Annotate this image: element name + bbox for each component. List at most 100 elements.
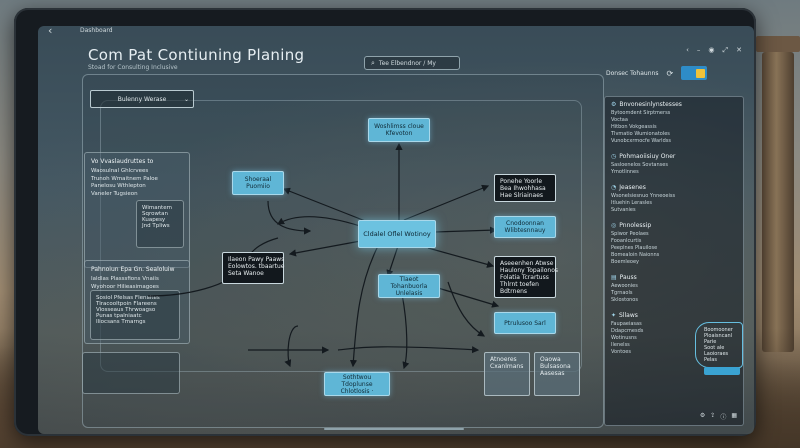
- callout-button[interactable]: [704, 367, 740, 375]
- sidebar-section-header[interactable]: ◔Jeasenes: [611, 184, 737, 191]
- left-subpanel: Wimantem Sqrowtan Kuapesy Jnd Tpliws: [136, 200, 184, 248]
- list-item[interactable]: Voctaa: [611, 117, 628, 123]
- search-placeholder: Tee Elbendnor / My: [378, 59, 436, 67]
- horizontal-scrollbar[interactable]: [324, 428, 464, 430]
- list-item[interactable]: Tgrnaols: [611, 290, 633, 296]
- list-item[interactable]: Wimantem: [142, 205, 172, 211]
- node-grey-1[interactable]: Atnoeres Cxanlmans: [484, 352, 530, 396]
- sidebar-section: ◎Pnnolessip Spiwor Peolaes Fooanlcurtis …: [611, 222, 737, 266]
- toolbar-link[interactable]: Donsec Tohaunns: [606, 69, 659, 77]
- list-item[interactable]: Tlvmatio Wumionatoles: [611, 131, 670, 137]
- top-bar: ‹ Dashboard: [38, 26, 754, 40]
- list-item[interactable]: Tiracooltpoin Flareens: [96, 301, 157, 307]
- list-item[interactable]: Punas tpalniaatc: [96, 313, 142, 319]
- list-item[interactable]: Sasloenelos Sovtanses: [611, 162, 668, 168]
- list-item[interactable]: Wotinusns: [611, 335, 637, 341]
- sidebar-section-header[interactable]: ◎Pnnolessip: [611, 222, 737, 229]
- list-item[interactable]: Spiwor Peolaes: [611, 231, 649, 237]
- page-title: Com Pat Contiuning Planing: [88, 46, 305, 64]
- list-item[interactable]: Itluehin Lerasles: [611, 200, 652, 206]
- sidebar-footer: ⚙ ⇪ ⓘ ▦: [700, 412, 737, 421]
- right-sidebar: ⚙Bnvonesinlynstesses Bytoomdent Sirptmer…: [604, 96, 744, 426]
- list-item[interactable]: Ialdlas Plasssfions Vnaiis: [91, 276, 159, 282]
- sidebar-section: ◷Pohmaoiisiuy Oner Sasloenelos Sovtanses…: [611, 153, 737, 176]
- node-right-dark-1[interactable]: Ponehe Yoorle Bea Ihwohhasa Hae Slriaina…: [494, 174, 556, 202]
- node-mid[interactable]: Tlaeot Tohanbuorla Unlelasis: [378, 274, 440, 298]
- sidebar-section-header[interactable]: ✦Sllaws: [611, 312, 737, 319]
- section-title: Pauss: [619, 274, 637, 281]
- node-line: Cxanlmans: [490, 363, 524, 370]
- list-item[interactable]: Sqrowtan: [142, 211, 168, 217]
- list-item[interactable]: Hitbon Vokgeassis: [611, 124, 657, 130]
- list-item[interactable]: Waosulnal Ghlcrvees: [91, 168, 149, 174]
- node-bottom[interactable]: Sothtwou Tdoplunse Chlotlosis ·: [324, 372, 390, 396]
- dropdown-label: Bulenny Werase: [117, 95, 167, 103]
- panel-header: Vo Vvaslaudruttes to: [91, 158, 154, 165]
- node-grey-2[interactable]: Oaowa Bulsasona Aasesas: [534, 352, 580, 396]
- info-icon[interactable]: ⓘ: [720, 414, 727, 421]
- node-line: Thlrnt toefen: [500, 281, 539, 288]
- list-item[interactable]: Bomealoin Naionns: [611, 252, 660, 258]
- list-item[interactable]: Faupaeiasas: [611, 321, 642, 327]
- list-item[interactable]: Sutvanies: [611, 207, 636, 213]
- refresh-icon[interactable]: ⟳: [666, 68, 674, 78]
- back-arrow-icon[interactable]: ‹: [48, 26, 53, 37]
- canvas-dropdown[interactable]: Bulenny Werase ⌄: [90, 90, 194, 108]
- left-empty-panel: [82, 352, 180, 394]
- list-item[interactable]: Trunoh Wmaitnem Paloe: [91, 175, 158, 182]
- list-item[interactable]: Ilenelss: [611, 342, 630, 348]
- section-title: Bnvonesinlynstesses: [619, 101, 682, 108]
- list-item[interactable]: Vunobcxrmocfe Warldss: [611, 138, 671, 144]
- toggle-button[interactable]: [681, 66, 708, 80]
- sidebar-section: ▤Pauss Aewoonies Tgrnaols Sklostonos: [611, 274, 737, 304]
- user-icon[interactable]: ◉: [708, 46, 715, 54]
- node-line: Ilaeon Pawy Paaws: [228, 256, 285, 263]
- node-line: Bdtrnens: [500, 288, 528, 295]
- sidebar-section-header[interactable]: ◷Pohmaoiisiuy Oner: [611, 153, 737, 160]
- list-item[interactable]: Wyohoor Hilieasimagoes: [91, 283, 159, 290]
- node-right-dark-2[interactable]: Aseeenhen Atwse Haulony Topailonos Folat…: [494, 256, 558, 298]
- list-item[interactable]: Viosseaus Thrwoagso: [96, 307, 156, 313]
- node-top[interactable]: Woshlimss cloue Kfevoton: [368, 118, 430, 142]
- grid-icon[interactable]: ▦: [731, 412, 737, 419]
- list-item[interactable]: Peeplnes Plauilose: [611, 245, 658, 251]
- list-item[interactable]: Ymotlinnes: [611, 169, 639, 175]
- search-input[interactable]: ⌕ Tee Elbendnor / My: [364, 56, 460, 70]
- list-item[interactable]: Sklostonos: [611, 297, 638, 303]
- list-item[interactable]: Boemleoey: [611, 259, 639, 265]
- settings-icon[interactable]: ⚙: [699, 412, 706, 419]
- list-item[interactable]: Sosiol Pfelsas Flenaltes: [96, 295, 160, 301]
- list-item[interactable]: Iliocsans Tmarngs: [96, 319, 146, 325]
- list-item[interactable]: Kuapesy: [142, 217, 166, 223]
- list-item[interactable]: Vontoes: [611, 349, 631, 355]
- list-item[interactable]: Ddapcmesds: [611, 328, 644, 334]
- list-item[interactable]: Fooanlcurtis: [611, 238, 642, 244]
- list-item[interactable]: Vaneler Tugsieon: [91, 190, 138, 197]
- callout-title: Boomooner: [704, 327, 733, 333]
- callout-row: Laoioraes Pelas: [704, 351, 729, 363]
- node-left-dark[interactable]: Ilaeon Pawy Paaws Eolowtos. tbaartue Set…: [222, 252, 285, 284]
- node-line: Ponehe Yoorle: [500, 178, 543, 185]
- list-item[interactable]: Wsonelsiesnuo Ynneoeiss: [611, 193, 676, 199]
- chevron-left-icon[interactable]: ‹: [686, 46, 689, 54]
- sidebar-section-header[interactable]: ▤Pauss: [611, 274, 737, 281]
- minimize-icon[interactable]: –: [696, 46, 701, 54]
- node-right-2[interactable]: Ptrulusoo Sarl: [494, 312, 556, 334]
- sidebar-section-header[interactable]: ⚙Bnvonesinlynstesses: [611, 101, 737, 108]
- expand-icon[interactable]: ⤢: [722, 46, 729, 54]
- node-line: Bulsasona: [540, 363, 571, 370]
- list-item[interactable]: Bytoomdent Sirptmerss: [611, 110, 671, 116]
- close-icon[interactable]: ✕: [736, 46, 742, 54]
- node-left-a[interactable]: Shoeraal Puomiio: [232, 171, 284, 195]
- breadcrumb[interactable]: Dashboard: [80, 27, 113, 34]
- share-icon[interactable]: ⇪: [710, 412, 716, 419]
- node-right-1[interactable]: Cnodoonnan Wlibtesnnauy: [494, 216, 556, 238]
- sidebar-section: ◔Jeasenes Wsonelsiesnuo Ynneoeiss Itlueh…: [611, 184, 737, 214]
- list-item[interactable]: Jnd Tpliws: [142, 223, 170, 229]
- node-line: Oaowa: [540, 356, 561, 363]
- app-screen: ‹ Dashboard Com Pat Contiuning Planing S…: [38, 26, 754, 434]
- node-center[interactable]: Cldalel Oflel Wotinoy: [358, 220, 436, 248]
- list-item[interactable]: Panelosu Wthlepton: [91, 183, 146, 189]
- node-line: Bea Ihwohhasa: [500, 185, 546, 192]
- list-item[interactable]: Aewoonies: [611, 283, 638, 289]
